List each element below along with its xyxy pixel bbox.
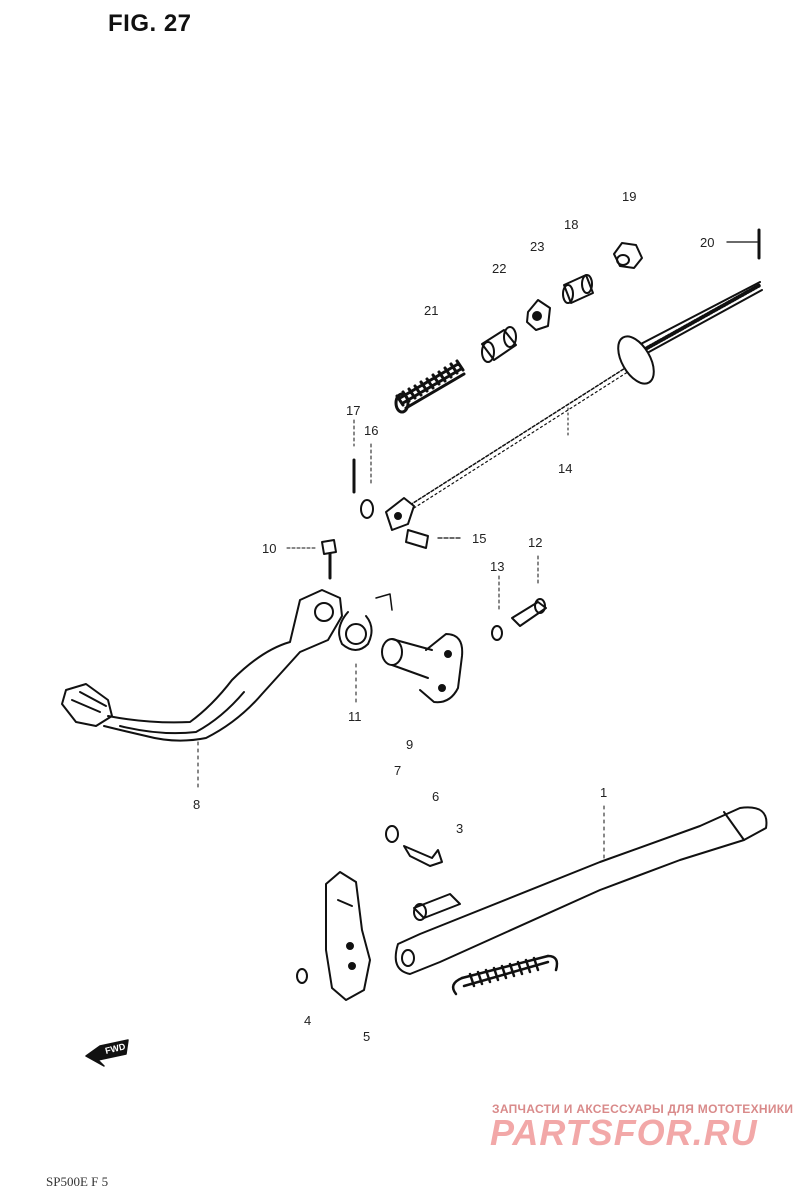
part-18-sleeve [562,274,594,304]
callout-6: 6 [432,789,440,804]
callout-22: 22 [492,261,507,276]
part-21-spring [394,359,466,414]
part-14-brake-rod [385,281,763,531]
part-8-brake-pedal [61,589,343,791]
part-10-bolt [286,539,337,580]
figure-title: FIG. 27 [108,10,192,37]
callout-18: 18 [564,217,579,232]
callout-19: 19 [622,189,637,204]
part-5-stand-bracket [325,871,371,1001]
callout-5: 5 [363,1029,371,1044]
part-6-pivot [413,893,461,921]
stand-spring [451,954,559,996]
part-11-circlip [338,593,393,705]
callout-7: 7 [394,763,402,778]
part-22-pipe [481,326,517,363]
callout-4: 4 [304,1013,312,1028]
part-12-bolt [511,555,547,627]
callout-11: 11 [348,709,362,724]
part-3-bolt [385,825,443,867]
part-20-cotter-pin [726,228,761,260]
callout-8: 8 [193,797,201,812]
part-15-joint-pin [405,529,463,549]
callout-16: 16 [364,423,379,438]
part-9-brake-shaft-arm [381,633,464,704]
part-4-nut [296,968,308,984]
callout-14: 14 [558,461,573,476]
callout-1: 1 [600,785,608,800]
callout-12: 12 [528,535,543,550]
callout-13: 13 [490,559,505,574]
callout-9: 9 [406,737,414,752]
callout-17: 17 [346,403,361,418]
callout-3: 3 [456,821,464,836]
part-1-side-stand [394,805,768,975]
callout-21: 21 [424,303,439,318]
part-16-washer [360,443,374,519]
part-13-washer [491,575,503,641]
callout-23: 23 [530,239,545,254]
fwd-arrow-icon: FWD [85,1039,129,1067]
callout-10: 10 [262,541,277,556]
callout-20: 20 [700,235,715,250]
fwd-marker-text: FWD [104,1041,127,1056]
figure-code: SP500E F 5 [46,1174,109,1189]
watermark-logo: PARTSFOR.RU [490,1112,758,1153]
part-19-nut [613,242,643,269]
watermark-caption: ЗАПЧАСТИ И АКСЕССУАРЫ ДЛЯ МОТОТЕХНИКИ [492,1102,794,1116]
callout-15: 15 [472,531,487,546]
part-23-collar [526,299,551,331]
